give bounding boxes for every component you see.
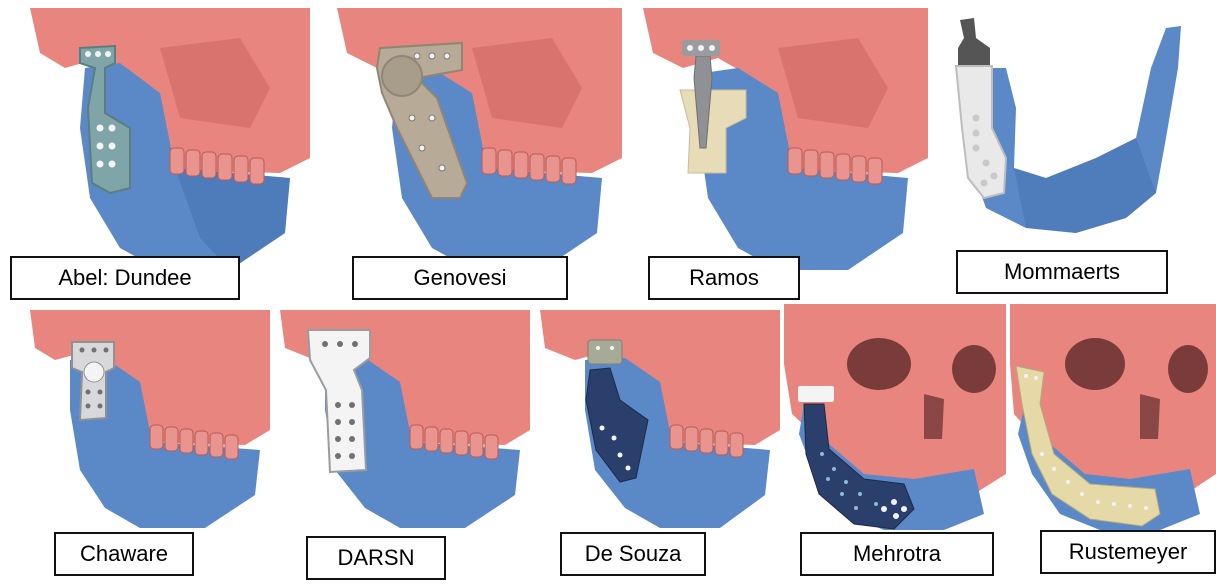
panel-ramos <box>628 8 928 298</box>
panel-genovesi <box>322 8 622 298</box>
label-mommaerts: Mommaerts <box>956 250 1168 294</box>
orbit-left <box>847 338 911 390</box>
panel-darsn <box>270 310 530 540</box>
panel-chaware <box>10 310 270 540</box>
skull-illustration <box>1010 304 1216 532</box>
condyle-head <box>84 362 104 382</box>
label-de-souza: De Souza <box>560 532 706 576</box>
implant-plate <box>308 330 370 472</box>
panel-abel-dundee <box>10 8 310 298</box>
panel-mehrotra <box>784 304 1006 532</box>
panel-de-souza <box>530 310 780 540</box>
nasal-cavity <box>1140 394 1160 439</box>
skull-illustration <box>530 310 780 540</box>
label-ramos: Ramos <box>648 256 800 300</box>
mandible-shade <box>1014 138 1156 233</box>
orbit-left <box>1065 338 1125 390</box>
skull-illustration <box>10 8 310 298</box>
skull-illustration <box>270 310 530 540</box>
label-mehrotra: Mehrotra <box>800 532 994 576</box>
skull-illustration <box>322 8 622 298</box>
label-darsn: DARSN <box>306 536 446 580</box>
panel-mommaerts <box>946 8 1216 248</box>
condyle-head <box>382 56 422 96</box>
fossa-component <box>588 340 622 364</box>
panel-rustemeyer <box>1010 304 1216 532</box>
label-genovesi: Genovesi <box>352 256 568 300</box>
condyle-component <box>958 18 990 66</box>
skull-illustration <box>10 310 270 540</box>
label-abel-dundee: Abel: Dundee <box>10 256 240 300</box>
skull-illustration <box>784 304 1006 532</box>
label-chaware: Chaware <box>54 532 194 576</box>
mandible-illustration <box>946 8 1216 248</box>
skull-illustration <box>628 8 928 298</box>
orbit-right <box>1168 345 1208 393</box>
fossa-component <box>798 386 834 402</box>
cranium <box>30 310 270 445</box>
screws <box>687 45 715 51</box>
label-rustemeyer: Rustemeyer <box>1040 530 1216 574</box>
orbit-right <box>952 345 996 393</box>
nasal-cavity <box>924 394 944 439</box>
